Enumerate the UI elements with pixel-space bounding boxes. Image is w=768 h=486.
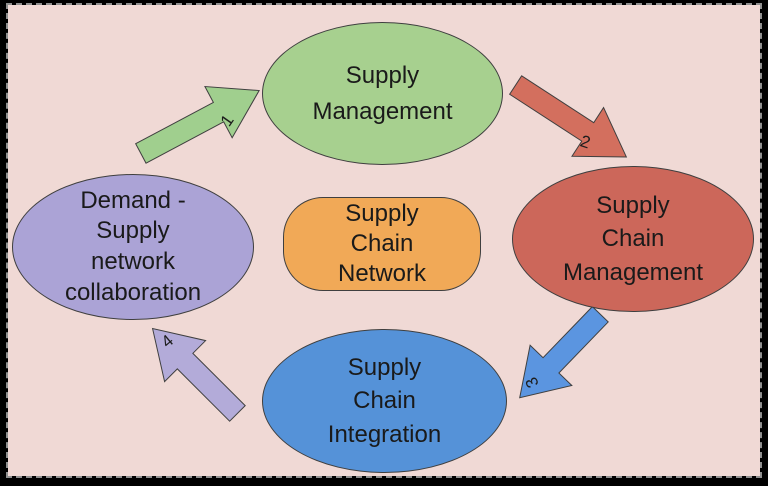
node-supply-chain-management-label: Supply Chain Management (563, 189, 703, 288)
label-line: Supply (347, 354, 422, 382)
node-demand-supply-network-collaboration: Demand - Supply network collaboration (12, 174, 254, 320)
node-demand-supply-network-collaboration-label: Demand - Supply network collaboration (65, 186, 201, 309)
label-line: Management (562, 258, 704, 286)
arrow-2-shape (508, 75, 628, 158)
node-supply-chain-network: Supply Chain Network (283, 197, 481, 291)
label-line: Integration (327, 420, 442, 448)
label-line: Demand - (80, 186, 186, 214)
label-line: Chain (350, 230, 414, 257)
arrow-4 (151, 327, 246, 422)
label-line: Supply (345, 200, 419, 227)
arrow-1-shape (135, 85, 260, 164)
node-supply-chain-management: Supply Chain Management (512, 166, 754, 312)
label-line: network (90, 248, 176, 275)
label-line: Supply (345, 61, 420, 89)
diagram-canvas: 1 2 3 4 Supply Management Supply Chain M… (6, 3, 762, 478)
label-line: Chain (601, 225, 665, 253)
label-line: Supply (596, 192, 670, 220)
arrow-3 (519, 305, 609, 399)
node-supply-chain-integration: Supply Chain Integration (262, 329, 507, 473)
label-line: Chain (353, 387, 416, 415)
node-supply-management: Supply Management (262, 22, 503, 165)
label-line: Supply (96, 217, 170, 245)
label-line: Management (312, 97, 453, 125)
node-supply-chain-integration-label: Supply Chain Integration (328, 351, 441, 450)
arrows-layer: 1 2 3 4 (135, 75, 628, 422)
node-supply-management-label: Supply Management (312, 58, 452, 130)
arrow-2 (508, 75, 628, 158)
arrow-4-shape (151, 327, 246, 422)
arrow-3-shape (519, 305, 609, 399)
label-line: collaboration (64, 278, 202, 306)
arrow-1 (135, 85, 260, 164)
node-supply-chain-network-label: Supply Chain Network (338, 199, 426, 289)
label-line: Network (337, 260, 427, 287)
